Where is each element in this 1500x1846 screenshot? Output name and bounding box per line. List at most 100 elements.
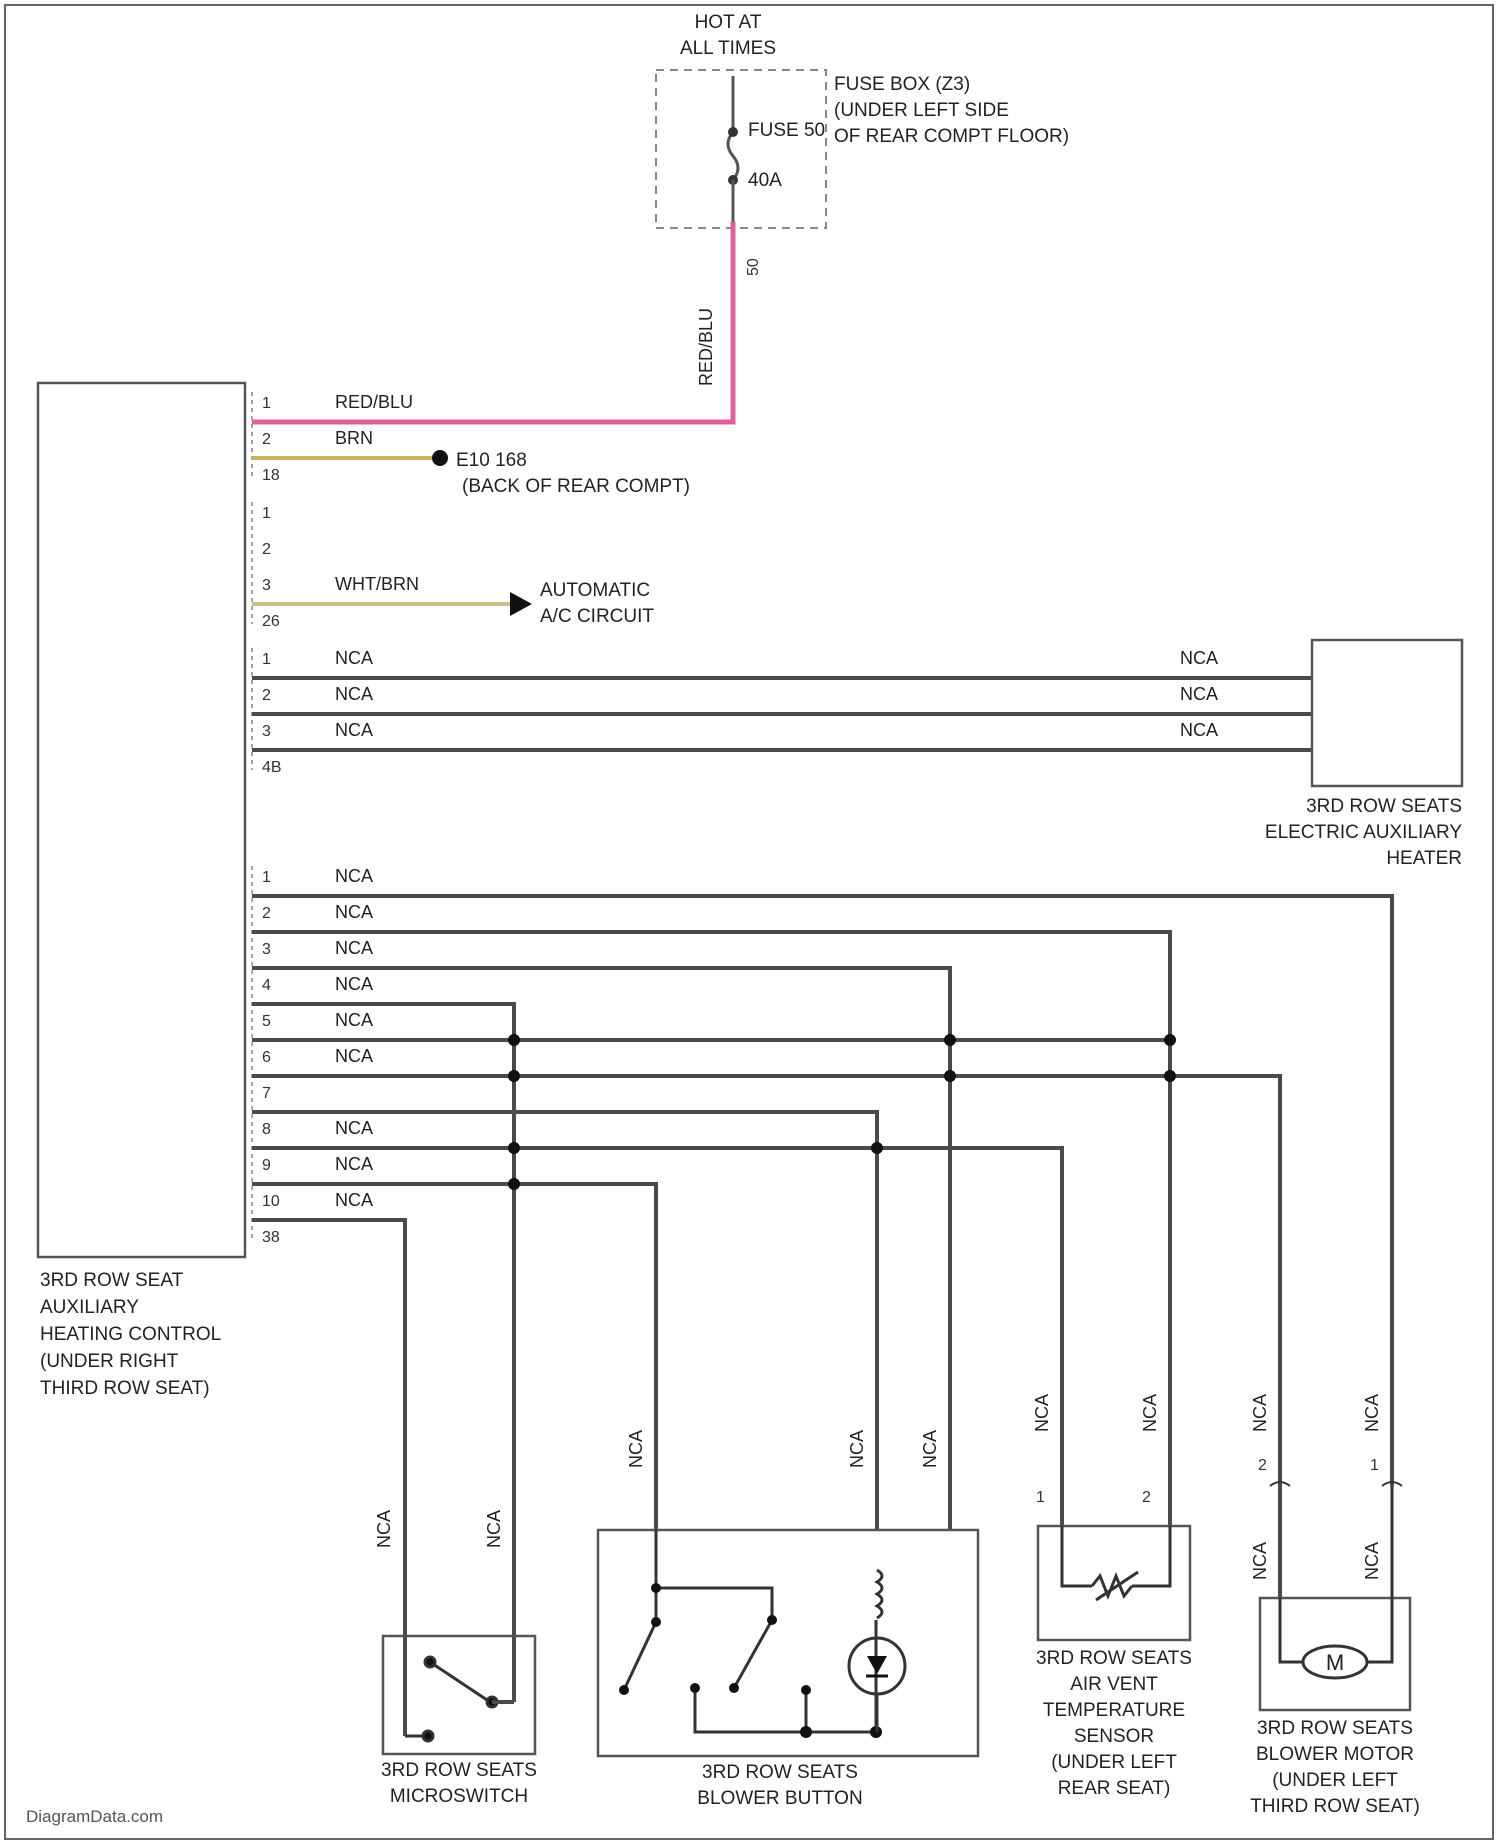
microswitch-label-line1: 3RD ROW SEATS bbox=[381, 1760, 537, 1781]
button-wire-label-3: NCA bbox=[920, 1430, 940, 1468]
junction-dot bbox=[944, 1034, 956, 1046]
c4-wire-8-label: NCA bbox=[335, 1118, 373, 1138]
led-diode-icon bbox=[867, 1656, 887, 1674]
c4-wire-4-label: NCA bbox=[335, 974, 373, 994]
auto-ac-label-line1: AUTOMATIC bbox=[540, 580, 650, 601]
c4-pin-9: 9 bbox=[262, 1157, 271, 1174]
blower-motor-label-line1: 3RD ROW SEATS bbox=[1257, 1718, 1413, 1739]
heater-wire-2-label: NCA bbox=[1180, 684, 1218, 704]
c2-pin-2: 2 bbox=[262, 541, 271, 558]
heater-wire-1-label: NCA bbox=[1180, 648, 1218, 668]
temp-sensor-pin-2: 2 bbox=[1142, 1489, 1151, 1506]
junction-dot bbox=[1164, 1034, 1176, 1046]
junction-dot bbox=[871, 1142, 883, 1154]
control-label-line4: (UNDER RIGHT bbox=[40, 1351, 179, 1372]
blower-motor-label-line3: (UNDER LEFT bbox=[1272, 1770, 1398, 1791]
c1-pin-18: 18 bbox=[262, 467, 280, 484]
c3-pin-1: 1 bbox=[262, 651, 271, 668]
heater-wire-3-label: NCA bbox=[1180, 720, 1218, 740]
wire-pin9-button bbox=[252, 1184, 656, 1530]
junction-dot bbox=[944, 1070, 956, 1082]
blower-motor-pin-1: 1 bbox=[1370, 1457, 1379, 1474]
blower-motor-label-line2: BLOWER MOTOR bbox=[1256, 1744, 1414, 1765]
microswitch-label-line2: MICROSWITCH bbox=[390, 1786, 528, 1807]
c4-wire-5-label: NCA bbox=[335, 1010, 373, 1030]
motor-wire-label-lower-1: NCA bbox=[1250, 1542, 1270, 1580]
button-wire-label-2: NCA bbox=[847, 1430, 867, 1468]
microswitch-wire-label-left: NCA bbox=[374, 1510, 394, 1548]
c4-pin-8: 8 bbox=[262, 1121, 271, 1138]
c4-pin-7: 7 bbox=[262, 1085, 271, 1102]
microswitch-switch-icon bbox=[405, 1636, 514, 1741]
control-label-line5: THIRD ROW SEAT) bbox=[40, 1378, 210, 1399]
footer-watermark: DiagramData.com bbox=[26, 1807, 163, 1826]
c3-pin-3: 3 bbox=[262, 723, 271, 740]
junction-dot bbox=[508, 1034, 520, 1046]
c1-wire-1-label: RED/BLU bbox=[335, 392, 413, 412]
fuse-terminal-top bbox=[728, 127, 738, 137]
ground-label-line1: E10 168 bbox=[456, 450, 527, 471]
fuse-box bbox=[656, 70, 826, 228]
auto-ac-arrow-icon bbox=[510, 592, 532, 616]
sensor-wire-label-2: NCA bbox=[1140, 1394, 1160, 1432]
c4-wire-3-label: NCA bbox=[335, 938, 373, 958]
blower-button-switch-icon bbox=[624, 1530, 876, 1732]
motor-wire-label-upper-1: NCA bbox=[1250, 1394, 1270, 1432]
thermistor-icon bbox=[1062, 1526, 1170, 1600]
heater-label-line1: 3RD ROW SEATS bbox=[1306, 796, 1462, 817]
fuse-pin-label: 50 bbox=[745, 258, 762, 276]
c4-wire-1-label: NCA bbox=[335, 866, 373, 886]
wire-pin10-microswitch bbox=[252, 1220, 405, 1636]
heating-control-module bbox=[38, 383, 245, 1257]
c2-pin-26: 26 bbox=[262, 613, 280, 630]
heater-label-line3: HEATER bbox=[1386, 848, 1462, 869]
bus-wires bbox=[252, 896, 1392, 1636]
temp-sensor-label-line3: TEMPERATURE bbox=[1043, 1700, 1185, 1721]
c1-pin-2: 2 bbox=[262, 431, 271, 448]
wire-pin1-motor bbox=[252, 896, 1392, 1486]
c4-pin-2: 2 bbox=[262, 905, 271, 922]
c3-pin-2: 2 bbox=[262, 687, 271, 704]
temp-sensor-label-line4: SENSOR bbox=[1074, 1726, 1154, 1747]
fuse-box-label-line1: FUSE BOX (Z3) bbox=[834, 74, 970, 95]
heater-label-line2: ELECTRIC AUXILIARY bbox=[1265, 822, 1462, 843]
hot-label-line1: HOT AT bbox=[695, 12, 762, 33]
electric-auxiliary-heater bbox=[1312, 640, 1462, 786]
fuse-rating: 40A bbox=[748, 170, 782, 191]
c4-wire-6-label: NCA bbox=[335, 1046, 373, 1066]
blower-motor-label-line4: THIRD ROW SEAT) bbox=[1250, 1796, 1420, 1817]
c2-pin-1: 1 bbox=[262, 505, 271, 522]
junction-dot bbox=[508, 1070, 520, 1082]
c4-pin-1: 1 bbox=[262, 869, 271, 886]
motor-symbol: M bbox=[1326, 1650, 1344, 1675]
ground-label-line2: (BACK OF REAR COMPT) bbox=[462, 476, 690, 497]
c4-wire-2-label: NCA bbox=[335, 902, 373, 922]
c3-wire-2-label: NCA bbox=[335, 684, 373, 704]
temp-sensor-pin-1: 1 bbox=[1036, 1489, 1045, 1506]
coil-icon bbox=[877, 1570, 882, 1618]
motor-connector-marks bbox=[1270, 1482, 1402, 1486]
c4-pin-3: 3 bbox=[262, 941, 271, 958]
blower-motor-pin-2: 2 bbox=[1258, 1457, 1267, 1474]
button-wire-label-1: NCA bbox=[626, 1430, 646, 1468]
c1-wire-2-label: BRN bbox=[335, 428, 373, 448]
temp-sensor-label-line1: 3RD ROW SEATS bbox=[1036, 1648, 1192, 1669]
c4-wire-9-label: NCA bbox=[335, 1154, 373, 1174]
control-label-line3: HEATING CONTROL bbox=[40, 1324, 221, 1345]
c2-wire-3-label: WHT/BRN bbox=[335, 574, 419, 594]
c1-pin-1: 1 bbox=[262, 395, 271, 412]
ground-point bbox=[432, 450, 448, 466]
junction-dot bbox=[1164, 1070, 1176, 1082]
c3-pin-4b: 4B bbox=[262, 759, 282, 776]
sensor-wire-label-1: NCA bbox=[1032, 1394, 1052, 1432]
motor-wire-label-upper-2: NCA bbox=[1362, 1394, 1382, 1432]
c2-pin-3: 3 bbox=[262, 577, 271, 594]
c4-wire-10-label: NCA bbox=[335, 1190, 373, 1210]
temp-sensor-label-line2: AIR VENT bbox=[1070, 1674, 1158, 1695]
c4-pin-6: 6 bbox=[262, 1049, 271, 1066]
blower-button-label-line1: 3RD ROW SEATS bbox=[702, 1762, 858, 1783]
c4-pin-4: 4 bbox=[262, 977, 271, 994]
c3-wire-3-label: NCA bbox=[335, 720, 373, 740]
fuse-name: FUSE 50 bbox=[748, 120, 825, 141]
